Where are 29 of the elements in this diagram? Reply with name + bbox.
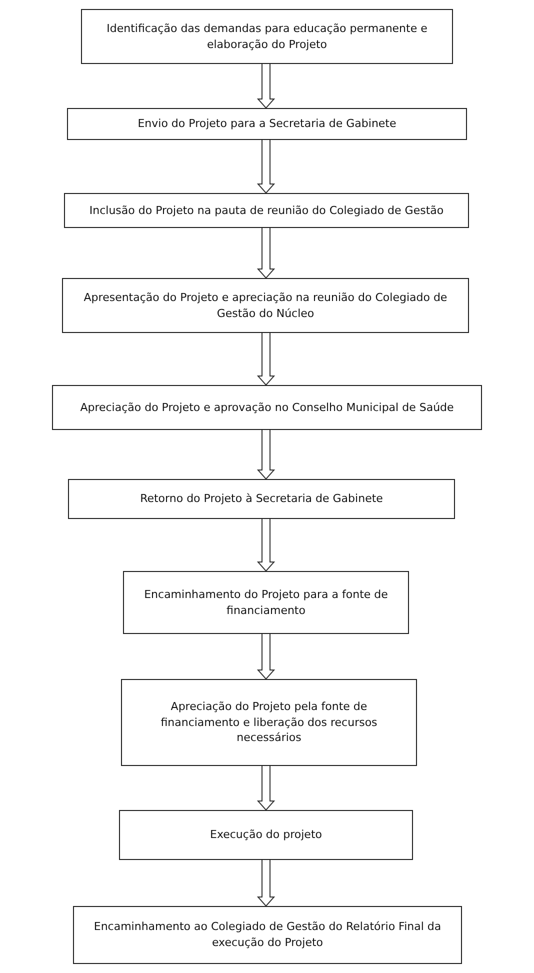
process-box (123, 571, 409, 634)
hollow-arrow (256, 766, 276, 811)
step-text: Identificação das demandas para educação permanente e elaboração do Projeto (106, 20, 428, 52)
step-text: Apreciação do Projeto pela fonte de financiamento e liberação dos recursos necessários (160, 698, 378, 746)
process-box (121, 679, 417, 766)
hollow-arrow (256, 228, 276, 279)
hollow-arrow (256, 518, 276, 572)
process-box (64, 193, 469, 228)
step-text: Envio do Projeto para a Secretaria de Gabinete (138, 116, 396, 132)
hollow-arrow (256, 140, 276, 194)
step-text: Apresentação do Projeto e apreciação na reunião do Colegiado de Gestão do Núcleo (82, 290, 448, 322)
hollow-arrow (256, 64, 276, 109)
process-box (62, 278, 469, 333)
step-text: Retorno do Projeto à Secretaria de Gabinete (140, 491, 383, 507)
process-box (81, 9, 453, 64)
hollow-arrow (256, 634, 276, 680)
step-text: Encaminhamento do Projeto para a fonte de financiamento (143, 586, 389, 618)
process-box (68, 479, 455, 519)
process-box (119, 810, 413, 860)
step-text: Apreciação do Projeto e aprovação no Conselho Municipal de Saúde (80, 400, 454, 416)
process-box (52, 385, 482, 430)
step-text: Encaminhamento ao Colegiado de Gestão do Relatório Final da execução do Projeto (92, 919, 442, 951)
process-box (67, 108, 467, 140)
step-text: Execução do projeto (210, 827, 322, 843)
hollow-arrow (256, 860, 276, 907)
step-text: Inclusão do Projeto na pauta de reunião do Colegiado de Gestão (89, 202, 444, 218)
hollow-arrow (256, 332, 276, 386)
hollow-arrow (256, 430, 276, 480)
process-box (73, 906, 462, 964)
